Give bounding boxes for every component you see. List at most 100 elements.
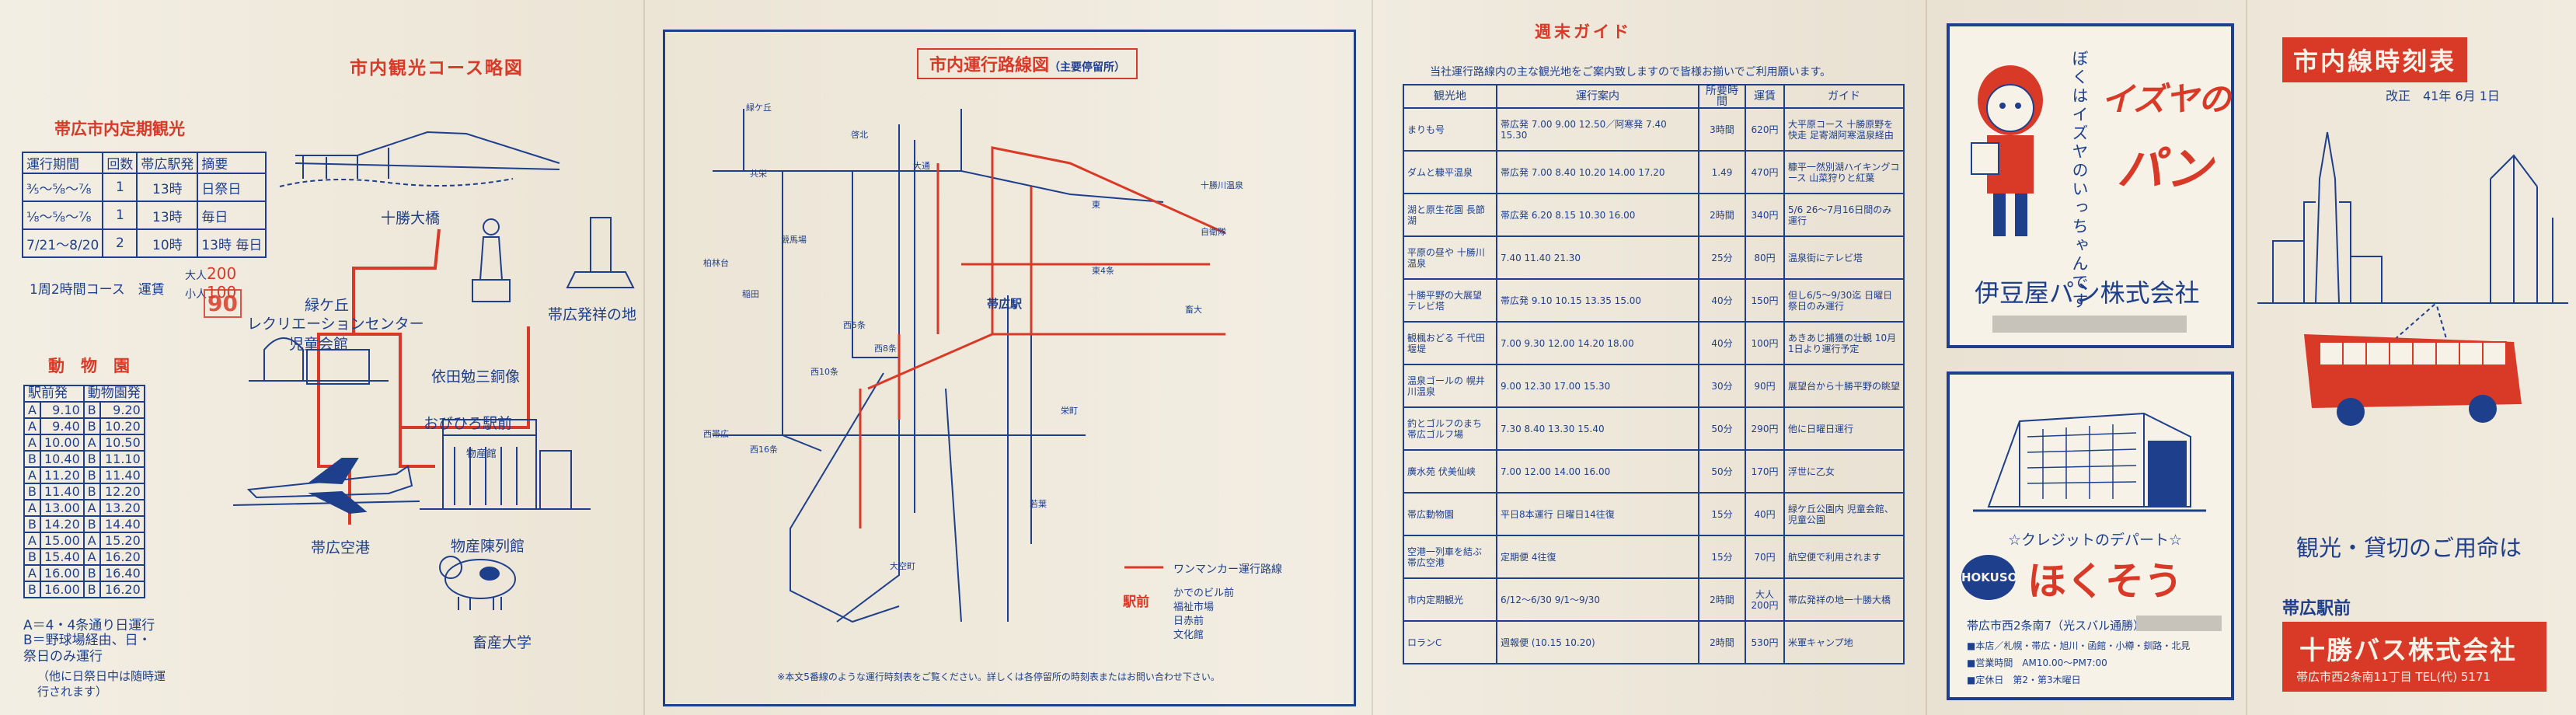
table-cell: 10時 [136,228,199,258]
weekend-heading: 週末ガイド [1535,23,1632,41]
legend-item: 文化館 [1173,630,1204,641]
bridge-drawing [279,131,560,187]
table-cell: A [23,434,41,452]
place-label: おびひろ駅前 [424,415,513,432]
map-label: 大通 [913,161,930,171]
ad-brand: イズヤの [2101,80,2231,118]
fold-line [1372,0,1373,715]
route-line [790,372,900,623]
table-cell-place: ダムと糠平温泉 [1403,150,1497,194]
building-sign: 物産館 [466,448,497,460]
hokuso-logo-kana: ほくそう [2027,559,2183,604]
ad-vertical-text: ぼくはイズヤのいっちゃんです [2070,50,2089,311]
table-cell-guide: 他に日曜日運行 [1783,406,1905,451]
map-label: 栄町 [1061,406,1078,416]
hokuso-address: 帯広市西2条南7（光スバル通勝） [1967,619,2146,633]
table-cell: 15.00 [39,532,85,549]
route-line [836,124,900,623]
place-label: 十勝大橋 [381,210,441,227]
map-label: 西10条 [810,367,838,377]
table-cell-times: 帯広発 7.00 8.40 10.20 14.00 17.20 [1496,150,1699,194]
place-label: 緑ケ丘 [305,297,350,314]
table-cell-dur: 3時間 [1698,107,1746,152]
map-label-station: 帯広駅 [987,297,1023,311]
hokuso-info-line: ■営業時間 AM10.00～PM7:00 [1967,657,2107,668]
table-cell-fare: 340円 [1745,193,1785,237]
map-label: 競馬場 [781,235,807,245]
table-cell: A [82,548,102,566]
table-cell-dur: 2時間 [1698,620,1746,664]
table-header: 動物園発 [82,385,145,403]
cow-drawing [439,556,516,610]
table-cell-guide: 帯広発祥の地一十勝大橋 [1783,577,1905,622]
route-map-heading: 市内運行路線図（主要停留所） [917,48,1138,79]
table-cell: A [23,466,41,484]
map-label: 西5条 [843,320,866,330]
map-label: 西帯広 [703,429,729,439]
route-line [960,170,1164,203]
table-cell-fare: 530円 [1745,620,1785,664]
table-cell-fare: 70円 [1745,535,1785,579]
fare-child-label: 小人 [185,288,207,301]
route-line [782,171,822,452]
table-cell: 13.20 [99,499,145,517]
bus-drawing [2304,334,2522,426]
table-cell: A [23,417,41,435]
table-cell: 11.40 [99,466,145,484]
place-label: 帯広空港 [311,539,371,556]
table-header: 運行案内 [1496,84,1699,109]
table-cell: 16.00 [39,581,85,598]
table-cell: 11.40 [39,483,85,500]
table-cell: 14.40 [99,515,145,533]
table-cell-fare: 40円 [1745,492,1785,536]
fare-adult-price: 200 [207,264,237,283]
center-building-drawing [249,337,389,385]
hokuso-info-line: ■定休日 第2・第3木曜日 [1967,675,2081,685]
table-cell: B [82,564,102,582]
cover-revision: 改正 41年 6月 1日 [2386,89,2500,103]
table-cell: 日祭日 [197,173,267,202]
table-cell: 9.40 [39,417,85,435]
fold-line [643,0,645,715]
map-label: 西8条 [874,344,897,354]
hokuso-ad: ☆クレジットのデパート☆ HOKUSO ほくそう 帯広市西2条南7（光スバル通勝… [1947,371,2234,700]
table-cell: 13時 [136,173,199,202]
table-row: 観光地 運行案内 所要時間 運賃 ガイド [1403,84,1905,109]
department-store-icon [1973,412,2206,512]
table-cell: A [23,564,41,582]
table-header: 摘要 [197,152,267,174]
weekend-table: 観光地 運行案内 所要時間 運賃 ガイド まりも号帯広発 7.00 9.00 1… [1403,84,1905,664]
table-cell-fare: 170円 [1745,449,1785,494]
table-cell-fare: 290円 [1745,406,1785,451]
table-cell-dur: 1.49 [1698,150,1746,194]
map-label: 共栄 [750,169,767,179]
table-cell-dur: 40分 [1698,278,1746,323]
table-cell-place: ロランC [1403,620,1497,664]
table-cell: A [82,499,102,517]
table-cell-place: 市内定期観光 [1403,577,1497,622]
map-label: 東4条 [1092,266,1114,276]
zoo-note-a: A＝4・4条通り日運行 [23,618,155,633]
table-cell: B [82,515,102,533]
table-cell-guide: 糠平一然別湖ハイキングコース 山菜狩りと紅葉 [1783,150,1905,194]
cover-station: 帯広駅前 [2282,599,2351,619]
table-header: 運行期間 [21,152,104,174]
tower-drawing [2314,131,2341,304]
ad-product: パン [2117,142,2212,197]
table-cell: B [82,450,102,468]
table-cell-times: 7.00 9.30 12.00 14.20 18.00 [1496,321,1699,365]
table-cell-guide: あきあじ捕獲の壮観 10月1日より運行予定 [1783,321,1905,365]
table-cell: B [23,581,41,598]
zoo-note-b: B＝野球場経由、日・祭日のみ運行 [23,633,152,664]
map-label: 大空町 [890,561,915,571]
table-cell: 9.20 [99,401,145,419]
route-map-title: 市内運行路線図 [929,56,1050,75]
